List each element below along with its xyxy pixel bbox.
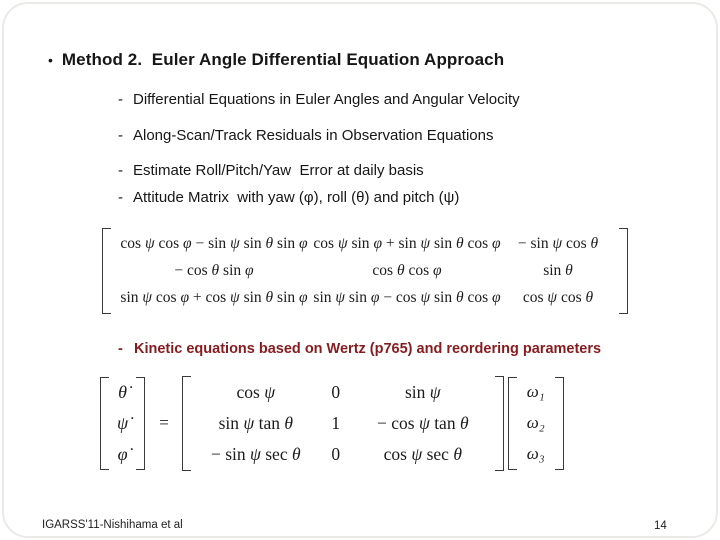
left-bracket bbox=[181, 375, 191, 471]
right-bracket bbox=[619, 228, 628, 314]
vector-cell: θ̇ bbox=[118, 381, 128, 402]
attitude-matrix-equation: cos ψ cos φ − sin ψ sin θ sin φ cos ψ si… bbox=[102, 228, 628, 314]
kinetic-matrix: cos ψ 0 sin ψ sin ψ tan θ 1 − cos ψ tan … bbox=[181, 375, 504, 471]
matrix-cell: sin ψ sin φ − cos ψ sin θ cos φ bbox=[313, 288, 501, 306]
vector-cell: ω₂ bbox=[526, 413, 545, 432]
vector-cell: ω₁ bbox=[526, 382, 545, 401]
bullet-dash: - bbox=[118, 91, 123, 108]
vector-cell: ψ̇ bbox=[117, 412, 129, 433]
bullet-item-1: - Differential Equations in Euler Angles… bbox=[118, 91, 520, 109]
left-bracket bbox=[100, 376, 109, 470]
matrix-cell: cos ψ sin φ + sin ψ sin θ cos φ bbox=[313, 234, 501, 252]
bullet-text: Differential Equations in Euler Angles a… bbox=[133, 91, 520, 108]
matrix-cell: sin ψ tan θ bbox=[218, 412, 293, 433]
matrix-cell: 0 bbox=[331, 381, 341, 402]
matrix-cell: 1 bbox=[331, 412, 341, 433]
matrix-cell: cos θ cos φ bbox=[372, 261, 442, 279]
bullet-text: Along-Scan/Track Residuals in Observatio… bbox=[133, 127, 494, 144]
bullet-item-4: - Attitude Matrix with yaw (φ), roll (θ)… bbox=[118, 189, 459, 207]
matrix-cell: − sin ψ cos θ bbox=[517, 234, 599, 252]
lhs-vector: θ̇ ψ̇ φ̇ bbox=[100, 376, 146, 470]
footer-credit: IGARSS'11-Nishihama et al bbox=[42, 519, 183, 531]
kinetic-bullet: - Kinetic equations based on Wertz (p765… bbox=[118, 340, 601, 358]
attitude-matrix-grid: cos ψ cos φ − sin ψ sin θ sin φ cos ψ si… bbox=[111, 228, 619, 314]
bullet-dash: - bbox=[118, 341, 123, 357]
matrix-cell: cos ψ cos θ bbox=[522, 288, 594, 306]
vector-cell: φ̇ bbox=[117, 443, 128, 464]
title-bullet-icon: • bbox=[48, 52, 53, 68]
right-bracket bbox=[494, 375, 504, 471]
matrix-cell: sin ψ bbox=[404, 381, 441, 402]
page-title: Method 2. Euler Angle Differential Equat… bbox=[61, 50, 505, 69]
bullet-item-3: - Estimate Roll/Pitch/Yaw Error at daily… bbox=[118, 162, 424, 180]
right-bracket bbox=[136, 376, 146, 470]
rhs-vector: ω₁ ω₂ ω₃ bbox=[507, 376, 564, 470]
bullet-text: Estimate Roll/Pitch/Yaw Error at daily b… bbox=[133, 162, 424, 179]
slide-title-row: • Method 2. Euler Angle Differential Equ… bbox=[48, 50, 504, 70]
matrix-cell: sin ψ cos φ + cos ψ sin θ sin φ bbox=[120, 288, 308, 306]
left-bracket bbox=[102, 228, 111, 314]
matrix-cell: − cos ψ tan θ bbox=[376, 412, 469, 433]
kinetic-matrix-grid: cos ψ 0 sin ψ sin ψ tan θ 1 − cos ψ tan … bbox=[191, 376, 495, 471]
matrix-cell: 0 bbox=[331, 443, 341, 464]
bullet-dash: - bbox=[118, 162, 123, 179]
matrix-cell: cos ψ cos φ − sin ψ sin θ sin φ bbox=[120, 234, 308, 252]
matrix-cell: sin θ bbox=[543, 261, 573, 279]
matrix-cell: − sin ψ sec θ bbox=[210, 443, 301, 464]
kinetic-equation: θ̇ ψ̇ φ̇ = cos ψ 0 sin ψ sin ψ tan θ 1 −… bbox=[100, 372, 564, 474]
right-bracket bbox=[554, 376, 564, 470]
equals-sign: = bbox=[159, 413, 169, 432]
bullet-dash: - bbox=[118, 127, 123, 144]
bullet-text: Attitude Matrix with yaw (φ), roll (θ) a… bbox=[133, 189, 460, 206]
vector-cell: ω₃ bbox=[526, 444, 545, 463]
matrix-cell: cos ψ bbox=[236, 381, 276, 402]
matrix-cell: − cos θ sin φ bbox=[174, 261, 254, 279]
bullet-dash: - bbox=[118, 189, 123, 206]
bullet-item-2: - Along-Scan/Track Residuals in Observat… bbox=[118, 127, 493, 145]
left-bracket bbox=[507, 376, 517, 470]
page-number: 14 bbox=[654, 520, 667, 532]
matrix-cell: cos ψ sec θ bbox=[383, 443, 462, 464]
kinetic-bullet-text: Kinetic equations based on Wertz (p765) … bbox=[134, 341, 602, 357]
